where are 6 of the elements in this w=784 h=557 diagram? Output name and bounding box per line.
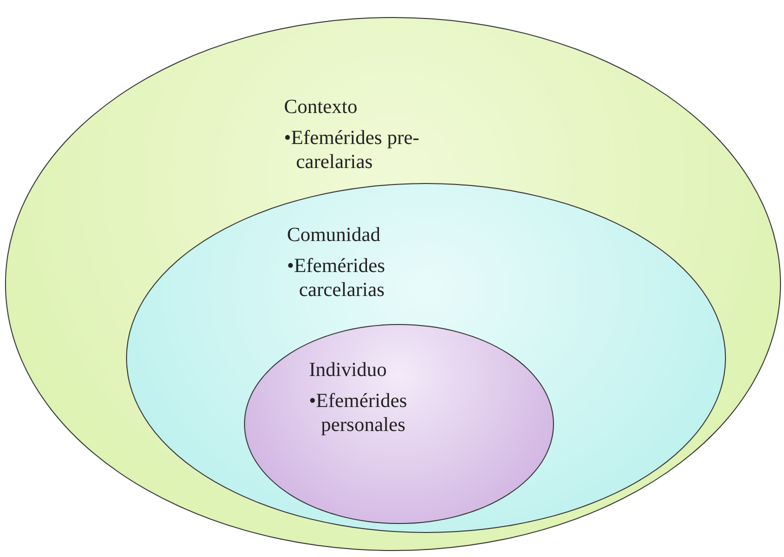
bullet-text: •Efemérides personales (309, 389, 408, 437)
ellipse-heading: Contexto (284, 96, 358, 119)
bullet-text: •Efemérides carcelarias (287, 254, 386, 302)
ellipse-heading: Individuo (309, 359, 387, 382)
bullet-text: •Efemérides pre-carelarias (284, 126, 420, 174)
ellipse-heading: Comunidad (287, 224, 380, 247)
